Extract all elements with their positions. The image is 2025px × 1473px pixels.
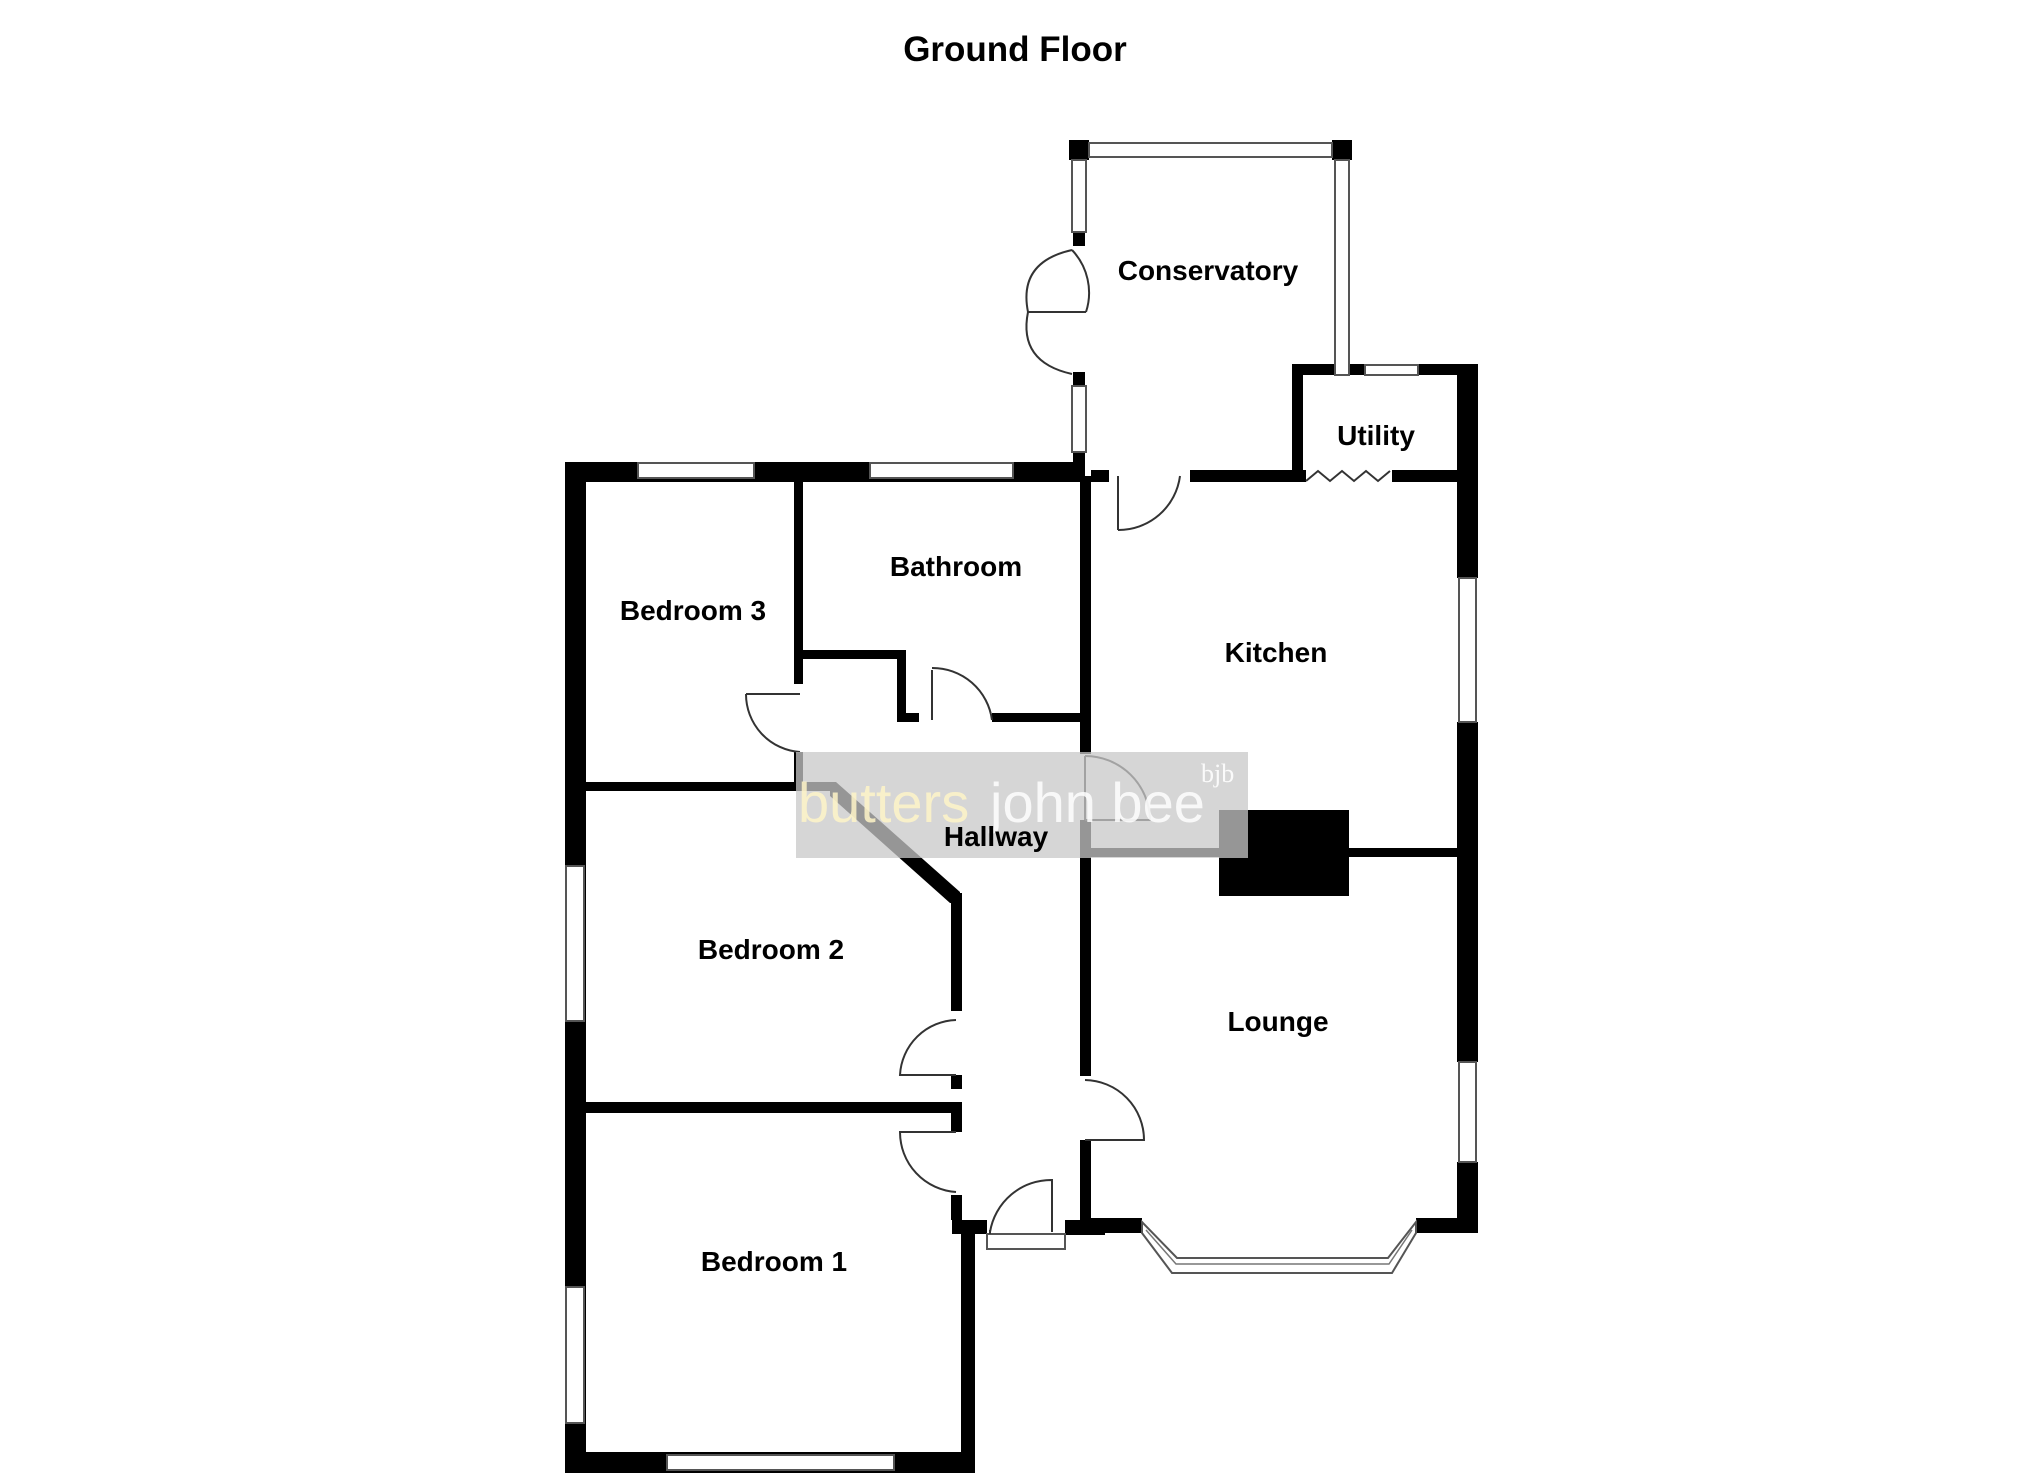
right-outer-wall-top	[1457, 364, 1478, 578]
label-bathroom: Bathroom	[890, 551, 1022, 582]
bathroom-bottom-wall-c	[992, 713, 1080, 722]
bathroom-bottom-wall-a	[803, 650, 906, 659]
watermark-monogram: bjb	[1201, 759, 1234, 788]
right-outer-wall-low	[1457, 1162, 1478, 1233]
bathroom-bottom-wall-b	[897, 713, 919, 722]
conservatory-door-upper-arc	[1071, 249, 1091, 313]
kitchen-top-wall-c	[1392, 470, 1457, 482]
conservatory-door-upper-leaf	[1025, 249, 1086, 313]
room-labels: Conservatory Utility Bathroom Bedroom 3 …	[620, 255, 1415, 1277]
bathroom-bottom-step	[897, 650, 906, 722]
utility-left-wall	[1292, 373, 1303, 482]
bed2-right-wall	[951, 893, 962, 1011]
bed3-bottom-wall	[586, 782, 832, 791]
utility-top-wall-b	[1418, 364, 1478, 375]
conservatory-corner-tl	[1069, 140, 1089, 160]
label-bedroom2: Bedroom 2	[698, 934, 844, 965]
window-bed1-left	[565, 1286, 585, 1424]
conservatory-corner-tr	[1332, 140, 1352, 160]
label-bedroom1: Bedroom 1	[701, 1246, 847, 1277]
entrance-left-wall	[975, 1220, 987, 1234]
bed3-door-arc	[744, 693, 801, 753]
watermark: butters john bee bjb	[796, 752, 1248, 858]
hall-stub-b	[951, 1195, 962, 1220]
label-conservatory: Conservatory	[1118, 255, 1299, 286]
bed2-door-arc	[898, 1019, 957, 1076]
conservatory-post-c	[1073, 452, 1085, 470]
bed3-bath-divider	[794, 476, 803, 684]
watermark-word2: john bee	[988, 771, 1205, 834]
kitchen-top-wall-b	[1190, 470, 1306, 482]
window-bed1-bottom	[666, 1454, 895, 1471]
lounge-door-arc	[1084, 1079, 1146, 1141]
window-conservatory-left-upper	[1071, 159, 1087, 233]
watermark-word1: butters	[798, 771, 969, 834]
front-door-arc	[989, 1178, 1053, 1233]
floor-title: Ground Floor	[903, 30, 1127, 69]
windows	[565, 142, 1477, 1471]
window-bath-top	[869, 462, 1014, 479]
window-bed3-top	[637, 462, 755, 479]
conservatory-door-lower-leaf	[1025, 311, 1086, 375]
window-utility-top	[1364, 364, 1419, 376]
kitchen-top-wall-a	[1091, 470, 1109, 482]
window-kitchen-right	[1458, 577, 1477, 723]
window-conservatory-left-lower	[1071, 385, 1087, 453]
label-hallway: Hallway	[944, 821, 1049, 852]
label-kitchen: Kitchen	[1225, 637, 1328, 668]
window-lounge-bay	[1141, 1219, 1417, 1274]
window-lounge-bay-inner	[1145, 1229, 1413, 1265]
window-conservatory-top	[1088, 142, 1333, 158]
conservatory-post-b	[1073, 372, 1085, 386]
bed2-bed1-divider	[586, 1102, 962, 1113]
utility-top-wall-a	[1292, 364, 1365, 375]
hall-stub-a	[951, 1102, 962, 1132]
bed2-right-wall-lower	[951, 1075, 962, 1089]
watermark-box	[796, 752, 1248, 858]
bathroom-door-arc	[931, 666, 993, 721]
label-lounge: Lounge	[1227, 1006, 1328, 1037]
label-bedroom3: Bedroom 3	[620, 595, 766, 626]
conservatory-post-a	[1073, 232, 1085, 246]
window-bed2-left	[565, 865, 585, 1022]
window-entrance	[986, 1233, 1066, 1250]
window-conservatory-right	[1334, 159, 1350, 376]
window-lounge-right	[1458, 1061, 1477, 1163]
label-utility: Utility	[1337, 420, 1415, 451]
bath-kitchen-divider	[1080, 476, 1091, 754]
kitchen-door-arc	[1117, 475, 1181, 532]
utility-bifold-door	[1305, 469, 1391, 483]
bed1-door-arc	[898, 1131, 957, 1193]
hall-lounge-divider	[1080, 856, 1091, 1076]
right-outer-wall-mid	[1457, 722, 1478, 1062]
hall-lounge-divider-lower	[1080, 1140, 1091, 1228]
bedroom1-right-wall	[961, 1220, 975, 1473]
lounge-bottom-left	[1080, 1218, 1142, 1233]
